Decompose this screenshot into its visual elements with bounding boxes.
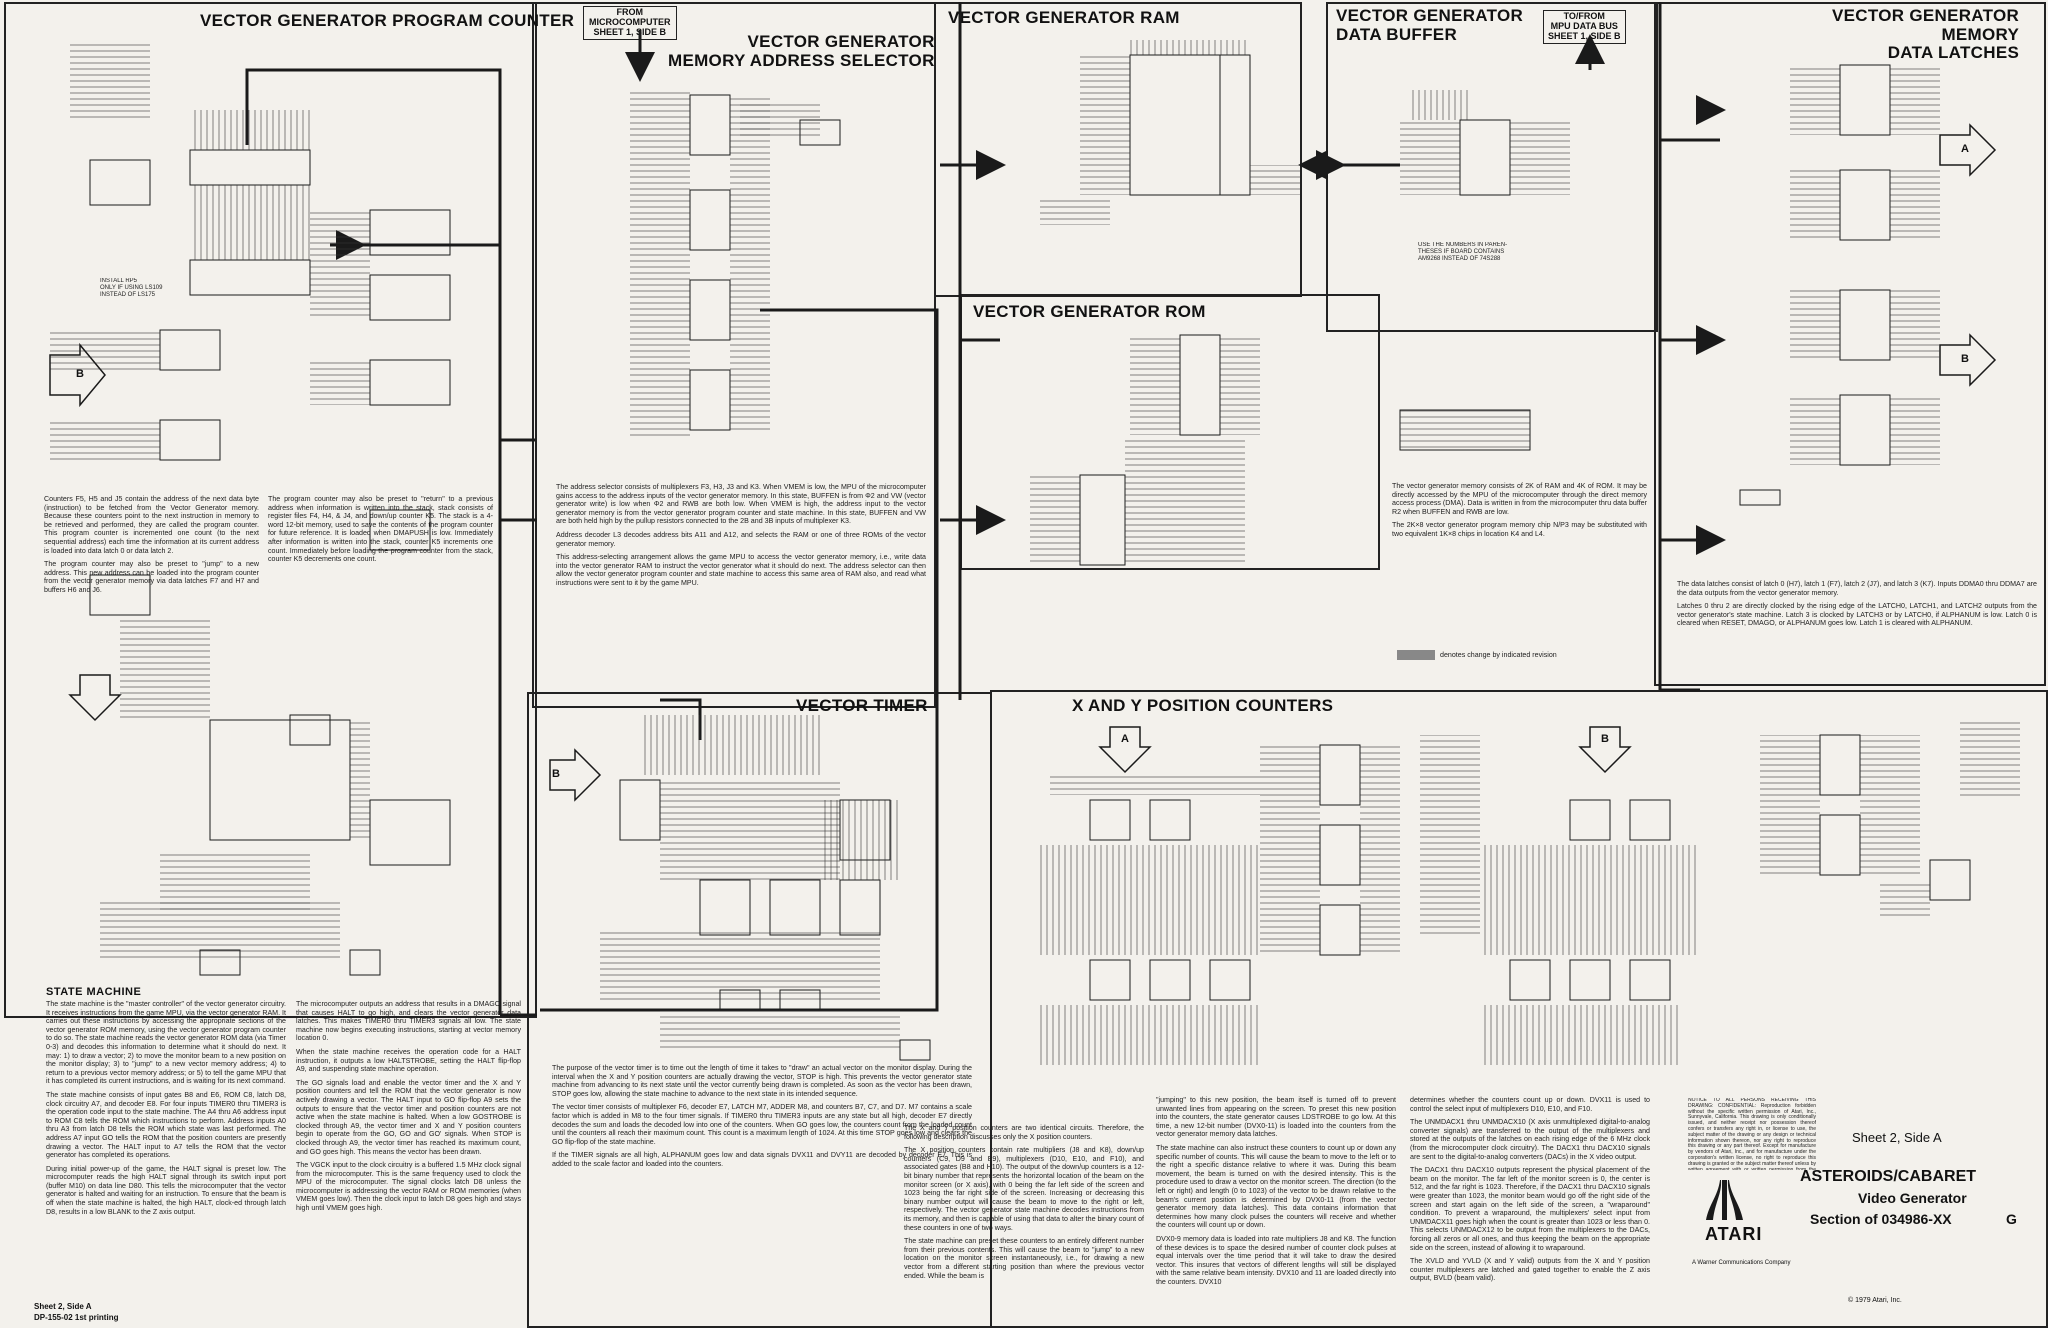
arrow-b-label-4: B [1601, 733, 1609, 745]
dl-description: The data latches consist of latch 0 (H7)… [1677, 580, 2037, 628]
arrow-a-label-2: A [1121, 733, 1129, 745]
confidential-notice: NOTICE TO ALL PERSONS RECEIVING THIS DRA… [1688, 1098, 1816, 1170]
owner-line: A Warner Communications Company [1692, 1260, 1791, 1266]
rom-title: VECTOR GENERATOR ROM [973, 302, 1206, 321]
xy-description-col2: "jumping" to this new position, the beam… [1156, 1096, 1396, 1286]
ram-title: VECTOR GENERATOR RAM [948, 8, 1180, 27]
panel-address-selector [532, 2, 936, 708]
to-mpu-callout: TO/FROM MPU DATA BUS SHEET 1, SIDE B [1543, 10, 1626, 44]
arrow-b-label-1: B [76, 368, 84, 380]
revision-legend: denotes change by indicated revision [1440, 651, 1557, 659]
bus-arrows [330, 30, 1726, 555]
pc-description-left: Counters F5, H5 and J5 contain the addre… [44, 495, 259, 594]
timer-title: VECTOR TIMER [796, 696, 928, 715]
footer-sheet: Sheet 2, Side A [34, 1302, 92, 1311]
section-title: Section of 034986-XX [1810, 1211, 1952, 1227]
revision-letter: G [2006, 1211, 2017, 1227]
data-latches-title: VECTOR GENERATOR MEMORY DATA LATCHES [1832, 6, 2020, 63]
big-arrows [49, 123, 1997, 802]
program-counter-title: VECTOR GENERATOR PROGRAM COUNTER [200, 11, 575, 30]
state-machine-title: STATE MACHINE [46, 986, 142, 998]
xy-wire-bundles [1040, 720, 2020, 1065]
db-chips [1459, 119, 1511, 196]
rom-wire-bundles [1030, 335, 1530, 565]
data-buffer-title: VECTOR GENERATOR DATA BUFFER [1336, 6, 1524, 44]
memory-description: The vector generator memory consists of … [1392, 482, 1647, 538]
arrow-b-label-3: B [1961, 353, 1969, 365]
brand-name: ATARI [1705, 1224, 1763, 1244]
install-note: INSTALL RP5 ONLY IF USING LS109 INSTEAD … [100, 278, 163, 298]
panel-ram [934, 2, 1302, 297]
game-title: ASTEROIDS/CABARET [1800, 1168, 1977, 1185]
ram-wire-bundles [1040, 40, 1300, 225]
panel-program-counter [4, 2, 537, 1018]
sm-description-right: The microcomputer outputs an address tha… [296, 1000, 521, 1213]
ram-chips [1129, 54, 1251, 196]
revision-swatch [1397, 650, 1435, 660]
panel-data-latches [1654, 2, 2046, 686]
dl-wire-bundles [1790, 65, 1940, 465]
as-wire-bundles [630, 90, 820, 440]
arrow-b-label-2: B [552, 768, 560, 780]
panel-xy-counters [990, 690, 2048, 1328]
sm-description-left: The state machine is the "master control… [46, 1000, 286, 1216]
footer-doc: DP-155-02 1st printing [34, 1313, 119, 1322]
xy-description-col3: determines whether the counters count up… [1410, 1096, 1650, 1283]
address-selector-title: VECTOR GENERATOR MEMORY ADDRESS SELECTOR [668, 32, 935, 70]
db-wire-bundles [1400, 90, 1570, 195]
from-micro-callout: FROM MICROCOMPUTER SHEET 1, SIDE B [583, 6, 677, 40]
as-description: The address selector consists of multipl… [556, 483, 926, 587]
xy-counters-title: X AND Y POSITION COUNTERS [1072, 696, 1334, 715]
vt-description: The purpose of the vector timer is to ti… [552, 1064, 972, 1168]
arrow-a-label-1: A [1961, 143, 1969, 155]
xy-description-col1: The X and Y position counters are two id… [904, 1124, 1144, 1280]
copyright-line: © 1979 Atari, Inc. [1848, 1297, 1902, 1304]
use-note: USE THE NUMBERS IN PAREN- THESES IF BOAR… [1418, 242, 1508, 262]
sheet-label: Sheet 2, Side A [1852, 1130, 1942, 1145]
atari-logo-icon [1706, 1180, 1743, 1220]
pc-description-right: The program counter may also be preset t… [268, 495, 493, 564]
subsystem-title: Video Generator [1858, 1190, 1967, 1206]
pc-wire-bundles [50, 40, 370, 960]
vt-wire-bundles [600, 715, 900, 1050]
